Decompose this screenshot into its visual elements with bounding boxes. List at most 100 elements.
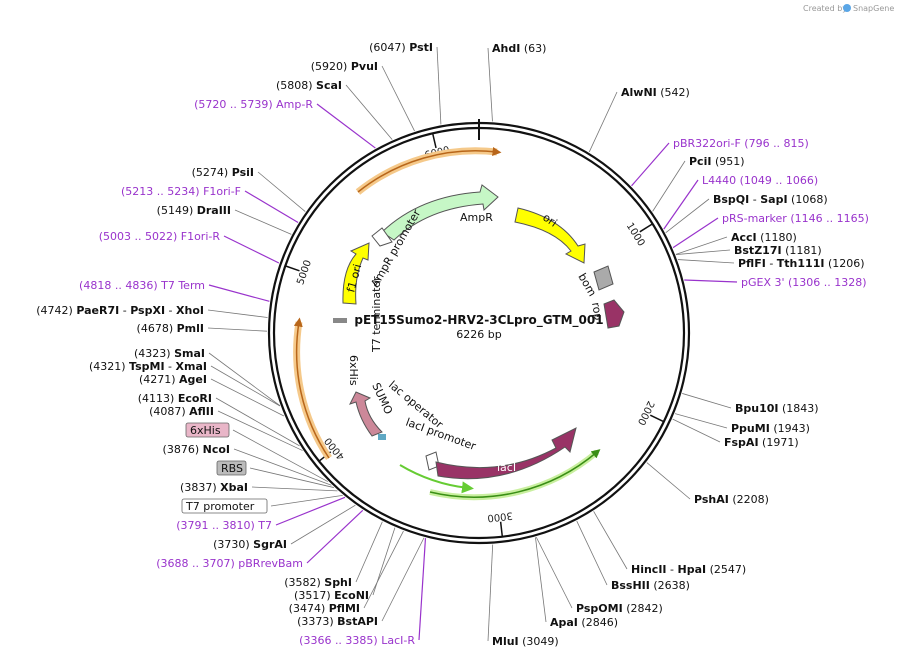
label-pos: (4742) <box>36 304 73 317</box>
map-label-pshai[interactable]: PshAI (2208) <box>694 493 769 506</box>
label-leader <box>290 504 356 545</box>
label-name: pBRrevBam <box>238 557 303 570</box>
map-label-paer7i[interactable]: (4742) PaeR7I - PspXI - XhoI <box>36 304 204 317</box>
label-pos: (5808) <box>276 79 313 92</box>
ampr-feature[interactable]: AmpR <box>381 184 499 241</box>
map-label-sphi[interactable]: (3582) SphI <box>284 576 352 589</box>
label-leader <box>355 521 383 583</box>
map-label-sgrai[interactable]: (3730) SgrAI <box>213 538 287 551</box>
label-name: BstZ17I <box>734 244 782 257</box>
map-label-ecori[interactable]: (4113) EcoRI <box>138 392 212 405</box>
map-label-rbs[interactable]: RBS <box>216 460 247 476</box>
map-label-acci[interactable]: AccI (1180) <box>731 231 797 244</box>
label-leader <box>208 284 270 302</box>
map-label-f1ori_f[interactable]: (5213 .. 5234) F1ori-F <box>121 185 241 198</box>
label-name: BstAPI <box>337 615 378 628</box>
plasmid-length: 6226 bp <box>456 328 501 341</box>
map-label-prsmarker[interactable]: pRS-marker (1146 .. 1165) <box>722 212 869 225</box>
map-label-pbrrevbam[interactable]: (3688 .. 3707) pBRrevBam <box>156 557 303 570</box>
map-label-t7term[interactable]: (4818 .. 4836) T7 Term <box>79 279 205 292</box>
label-pos: (2208) <box>732 493 769 506</box>
map-label-ncoi[interactable]: (3876) NcoI <box>163 443 230 456</box>
map-label-t7promoter[interactable]: T7 promoter <box>181 498 268 514</box>
t7-terminator-feature[interactable]: T7 terminator <box>333 276 383 353</box>
label-name: T7 Term <box>160 279 205 292</box>
ori-feature[interactable]: ori <box>514 207 586 264</box>
label-name2: PspXI <box>130 304 165 317</box>
label-pos: (1206) <box>828 257 865 270</box>
map-label-pcii[interactable]: PciI (951) <box>689 155 745 168</box>
tick-mark <box>499 521 504 537</box>
map-label-t7[interactable]: (3791 .. 3810) T7 <box>176 519 272 532</box>
map-label-alwni[interactable]: AlwNI (542) <box>621 86 690 99</box>
laci-feature[interactable]: lacI <box>435 427 577 480</box>
map-label-tspmi[interactable]: (4321) TspMI - XmaI <box>89 360 207 373</box>
map-label-laci_r[interactable]: (3366 .. 3385) LacI-R <box>299 634 415 647</box>
label-text: (5213 .. 5234) F1ori-F <box>121 185 241 198</box>
f1ori-label: f1 ori <box>344 263 364 294</box>
map-label-psti[interactable]: (6047) PstI <box>369 41 433 54</box>
label-leader <box>535 537 547 623</box>
map-label-bspqi[interactable]: BspQI - SapI (1068) <box>713 193 828 206</box>
map-label-hincii[interactable]: HincII - HpaI (2547) <box>631 563 746 576</box>
label-name: F1ori-R <box>181 230 221 243</box>
map-label-pflmi[interactable]: (3474) PflMI <box>289 602 360 615</box>
map-label-pgex3[interactable]: pGEX 3' (1306 .. 1328) <box>741 276 867 289</box>
label-name: BssHII <box>611 579 650 592</box>
label-text: (3688 .. 3707) pBRrevBam <box>156 557 303 570</box>
map-label-fspai[interactable]: FspAI (1971) <box>724 436 799 449</box>
map-label-aflii[interactable]: (4087) AflII <box>149 405 214 418</box>
map-label-bstapi[interactable]: (3373) BstAPI <box>297 615 378 628</box>
label-pos: (3688 .. 3707) <box>156 557 235 570</box>
label-name: PflFI <box>738 257 766 270</box>
rop-feature[interactable]: rop <box>589 299 625 329</box>
label-name: AlwNI <box>621 86 657 99</box>
map-label-ppumi[interactable]: PpuMI (1943) <box>731 422 810 435</box>
map-label-bpu10i[interactable]: Bpu10I (1843) <box>735 402 819 415</box>
label-pos: (2846) <box>581 616 618 629</box>
map-label-his6[interactable]: 6xHis <box>185 422 230 438</box>
f1ori-feature[interactable]: f1 ori <box>342 242 370 305</box>
map-label-apai[interactable]: ApaI (2846) <box>550 616 618 629</box>
map-label-f1ori_r[interactable]: (5003 .. 5022) F1ori-R <box>99 230 221 243</box>
map-label-pvui[interactable]: (5920) PvuI <box>311 60 378 73</box>
map-label-psii[interactable]: (5274) PsiI <box>192 166 254 179</box>
label-text: (3517) EcoNI <box>294 589 369 602</box>
label-leader <box>436 46 442 125</box>
label-text: (4087) AflII <box>149 405 214 418</box>
map-label-pflfi[interactable]: PflFI - Tth111I (1206) <box>738 257 865 270</box>
map-label-mlui[interactable]: MluI (3049) <box>492 635 559 648</box>
label-leader <box>233 448 332 486</box>
map-label-econi[interactable]: (3517) EcoNI <box>294 589 369 602</box>
bom-feature[interactable]: bom <box>575 265 614 299</box>
map-label-xbai[interactable]: (3837) XbaI <box>180 481 248 494</box>
map-label-bstz17i[interactable]: BstZ17I (1181) <box>734 244 822 257</box>
map-label-l4440[interactable]: L4440 (1049 .. 1066) <box>702 174 818 187</box>
label-leader <box>249 467 334 488</box>
label-pos: (1181) <box>785 244 822 257</box>
map-label-draiii[interactable]: (5149) DraIII <box>157 204 231 217</box>
label-name: ScaI <box>316 79 342 92</box>
label-name: SphI <box>324 576 352 589</box>
label-sep: - <box>749 193 760 206</box>
map-label-ahdi[interactable]: AhdI (63) <box>492 42 546 55</box>
label-pos: (3730) <box>213 538 250 551</box>
label-leader <box>251 486 338 492</box>
tick-label: 3000 <box>487 509 514 523</box>
label-text: (5720 .. 5739) Amp-R <box>194 98 313 111</box>
map-label-pspomi[interactable]: PspOMI (2842) <box>576 602 663 615</box>
map-label-agei[interactable]: (4271) AgeI <box>139 373 207 386</box>
label-name: HincII <box>631 563 667 576</box>
label-name: T7 promoter <box>185 500 255 513</box>
map-label-scai[interactable]: (5808) ScaI <box>276 79 342 92</box>
label-leader <box>316 103 376 149</box>
map-label-bsshii[interactable]: BssHII (2638) <box>611 579 690 592</box>
map-label-pbr322ori[interactable]: pBR322ori-F (796 .. 815) <box>673 137 809 150</box>
label-leader <box>345 84 393 140</box>
label-leader <box>363 530 404 609</box>
map-label-smai[interactable]: (4323) SmaI <box>134 347 205 360</box>
map-label-pmli[interactable]: (4678) PmlI <box>137 322 204 335</box>
map-label-ampr_primer[interactable]: (5720 .. 5739) Amp-R <box>194 98 313 111</box>
label-name2: HpaI <box>677 563 706 576</box>
ampr-promoter[interactable] <box>371 227 393 247</box>
